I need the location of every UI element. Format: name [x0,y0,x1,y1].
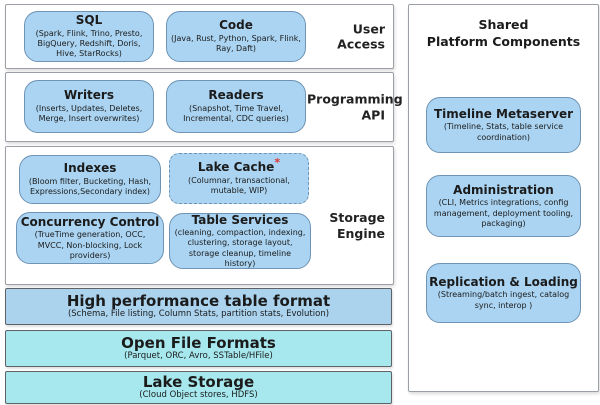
bar-high-performance-table-format-detail: (Schema, File listing, Column Stats, par… [67,309,330,320]
tier-storage-engine: Indexes (Bloom filter, Bucketing, Hash, … [5,146,394,285]
node-table-services-title: Table Services [191,212,289,227]
node-replication-loading-title: Replication & Loading [429,274,578,289]
node-code-detail: (Java, Rust, Python, Spark, Flink, Ray, … [171,33,301,54]
bar-lake-storage-detail: (Cloud Object stores, HDFS) [139,390,258,401]
node-administration: Administration (CLI, Metrics integration… [426,175,581,237]
bar-lake-storage: Lake Storage (Cloud Object stores, HDFS) [5,371,392,404]
node-writers-detail: (Inserts, Updates, Deletes, Merge, Inser… [35,103,143,124]
node-code-title: Code [219,18,253,33]
panel-shared-platform-components: Shared Platform Components Timeline Meta… [408,4,599,392]
bar-high-performance-table-format: High performance table format (Schema, F… [5,288,392,325]
tier-user-access: SQL (Spark, Flink, Trino, Presto, BigQue… [5,4,394,69]
node-table-services: Table Services (cleaning, compaction, in… [169,213,311,269]
node-timeline-metaserver-detail: (Timeline, Stats, table service coordina… [443,122,564,142]
bar-open-file-formats-detail: (Parquet, ORC, Avro, SSTable/HFile) [124,351,273,362]
bar-open-file-formats: Open File Formats (Parquet, ORC, Avro, S… [5,330,392,367]
node-indexes: Indexes (Bloom filter, Bucketing, Hash, … [19,155,161,204]
bar-lake-storage-title: Lake Storage [142,372,255,391]
node-concurrency-control-title: Concurrency Control [20,214,160,229]
node-table-services-detail: (cleaning, compaction, indexing, cluster… [174,227,306,269]
node-code: Code (Java, Rust, Python, Spark, Flink, … [166,11,306,62]
node-concurrency-control-detail: (TrueTime generation, OCC, MVCC, Non-blo… [34,230,146,260]
node-replication-loading-detail: (Streaming/batch ingest, catalog sync, i… [437,290,570,310]
panel-title-line2: Platform Components [426,33,581,49]
panel-title: Shared Platform Components [409,17,598,51]
tier-label-user-access: User Access [337,20,385,52]
node-administration-title: Administration [453,182,554,197]
node-readers: Readers (Snapshot, Time Travel, Incremen… [166,80,306,133]
node-lake-cache: Lake Cache* (Columnar, transactional, mu… [169,153,309,204]
node-indexes-detail: (Bloom filter, Bucketing, Hash, Expressi… [28,176,152,197]
bar-open-file-formats-title: Open File Formats [121,333,276,352]
node-readers-detail: (Snapshot, Time Travel, Incremental, CDC… [183,103,289,124]
node-lake-cache-detail: (Columnar, transactional, mutable, WIP) [188,175,290,196]
node-writers-title: Writers [64,88,114,103]
tier-label-storage-engine: Storage Engine [329,210,385,241]
node-lake-cache-title: Lake Cache* [197,156,281,175]
node-readers-title: Readers [208,88,264,103]
node-writers: Writers (Inserts, Updates, Deletes, Merg… [24,80,154,133]
node-concurrency-control: Concurrency Control (TrueTime generation… [16,212,164,264]
node-administration-detail: (CLI, Metrics integrations, config manag… [433,198,574,228]
node-timeline-metaserver: Timeline Metaserver (Timeline, Stats, ta… [426,97,581,153]
node-indexes-title: Indexes [63,161,117,176]
tier-programming-api: Writers (Inserts, Updates, Deletes, Merg… [5,72,403,142]
bar-high-performance-table-format-title: High performance table format [66,291,331,310]
lake-cache-asterisk: * [274,156,281,170]
node-sql: SQL (Spark, Flink, Trino, Presto, BigQue… [24,11,154,62]
panel-title-line1: Shared [478,17,529,32]
tier-label-programming-api: Programming API [307,91,403,122]
node-timeline-metaserver-title: Timeline Metaserver [433,106,574,121]
node-sql-detail: (Spark, Flink, Trino, Presto, BigQuery, … [35,28,143,59]
node-replication-loading: Replication & Loading (Streaming/batch i… [426,263,581,323]
node-sql-title: SQL [75,13,103,28]
